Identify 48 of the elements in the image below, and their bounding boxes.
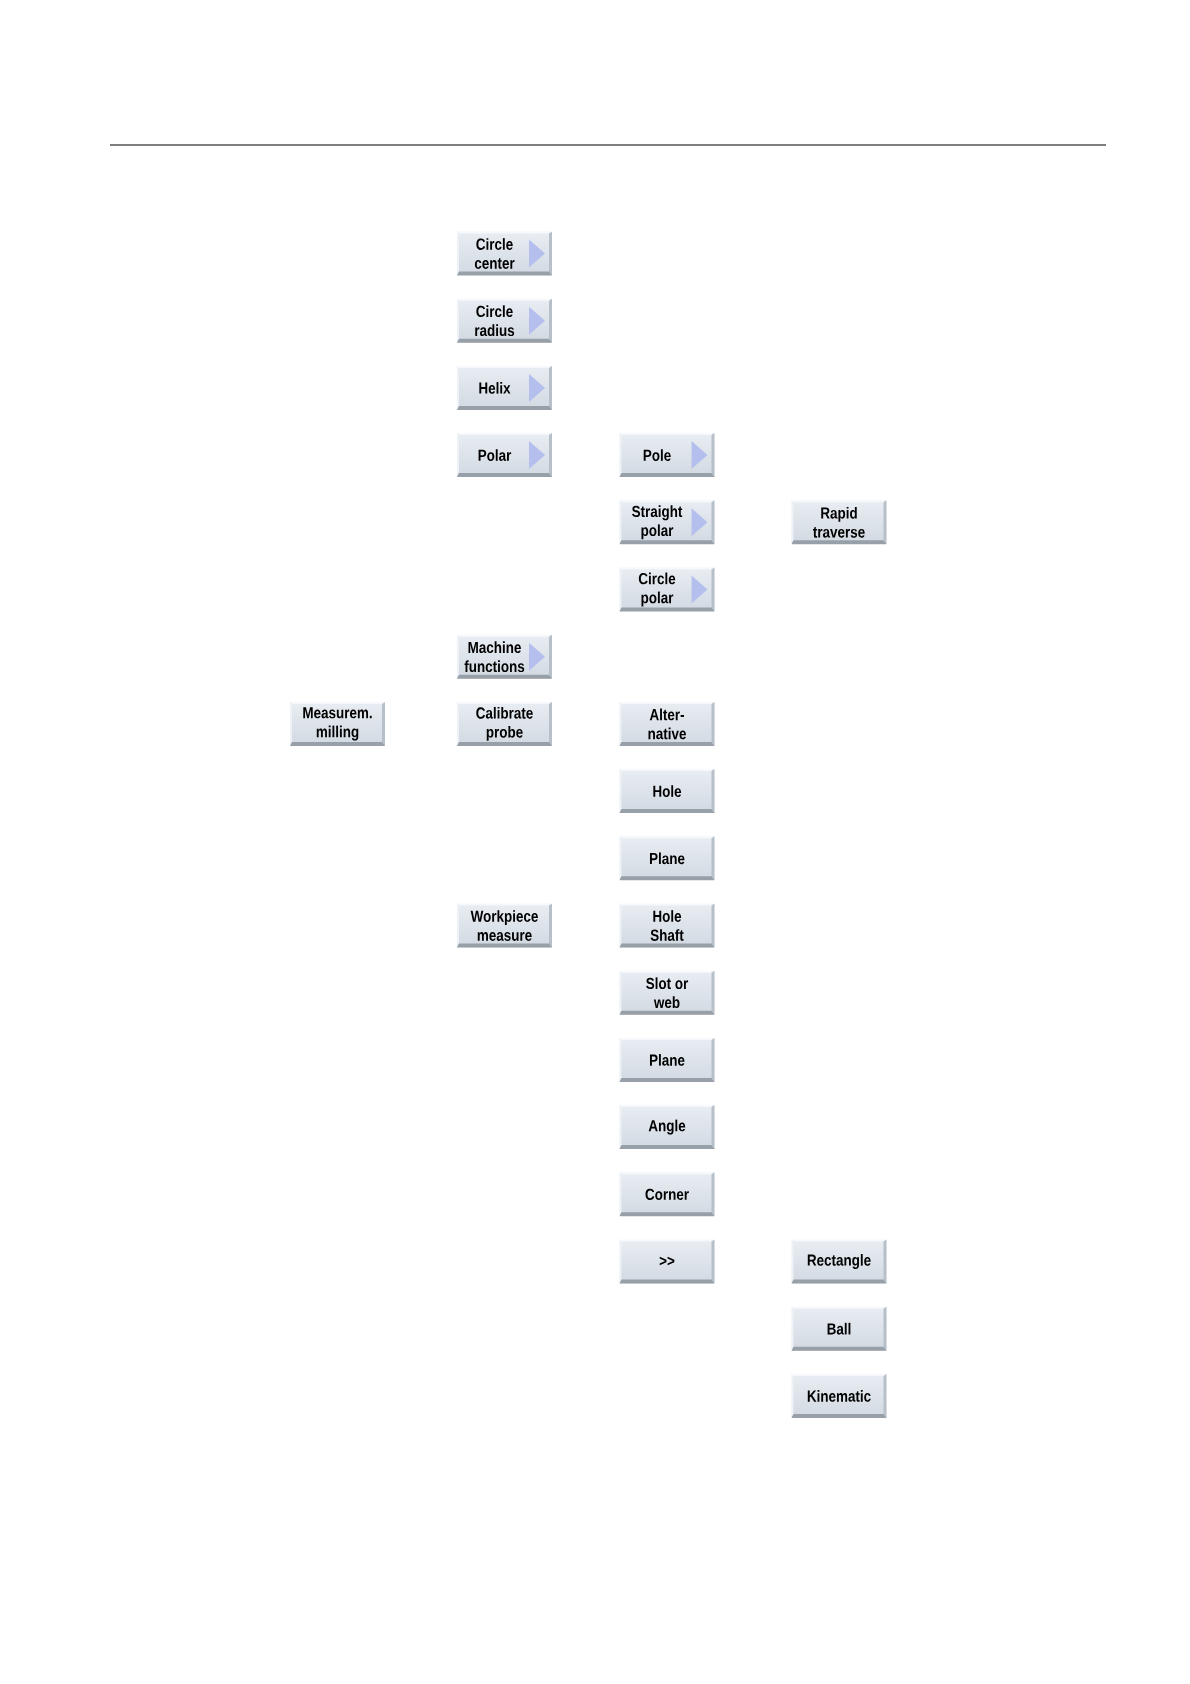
softkey-button: Rectangle [791, 1239, 887, 1284]
softkey-button: Plane [619, 836, 715, 881]
node-label: Circle radius [475, 305, 515, 337]
softkey-button: Pole [619, 433, 715, 478]
softkey-button: Circle radius [457, 298, 552, 343]
node-label: Plane [649, 852, 685, 865]
node-label: Angle [648, 1119, 686, 1135]
softkey-button: Circle polar [619, 567, 715, 612]
node-label: Pole [643, 449, 671, 461]
node-label: Circle polar [638, 572, 676, 607]
node-label: Helix [479, 382, 511, 394]
node-label: Rapid traverse [813, 506, 865, 538]
node-label: Polar [478, 449, 512, 461]
node-label: Hole Shaft [650, 910, 684, 941]
softkey-button: Alter- native [619, 701, 715, 746]
softkey-button: Kinematic [791, 1373, 887, 1418]
node-label: Slot or web [646, 977, 689, 1009]
softkey-button: Plane [619, 1037, 715, 1082]
softkey-button: Angle [619, 1105, 715, 1150]
softkey-button: Corner [619, 1172, 715, 1217]
node-label: Plane [649, 1054, 685, 1066]
node-label: Calibrate probe [476, 706, 533, 741]
softkey-button: Polar [457, 433, 552, 478]
softkey-button: Measurem. milling [290, 701, 385, 746]
softkey-button: Machine functions [457, 634, 552, 679]
node-label: Ball [827, 1322, 851, 1335]
node-label: Straight polar [632, 505, 683, 540]
node-label: Rectangle [807, 1254, 871, 1270]
softkey-button: Workpiece measure [457, 903, 552, 948]
node-label: Machine functions [464, 641, 525, 673]
softkey-button: Helix [457, 365, 552, 410]
softkey-button: Calibrate probe [457, 701, 552, 746]
node-label: Hole [653, 785, 682, 797]
node-label: Measurem. milling [303, 707, 372, 741]
node-label: Corner [645, 1188, 689, 1200]
softkey-button: Ball [791, 1306, 887, 1351]
node-label: Workpiece measure [470, 910, 538, 941]
softkey-button: Circle center [457, 231, 552, 276]
softkey-button: Slot or web [619, 970, 715, 1015]
node-label: Kinematic [807, 1390, 871, 1402]
node-label: >> [659, 1256, 675, 1266]
softkey-button: Hole [619, 769, 715, 814]
node-label: Circle center [474, 238, 515, 269]
softkey-button: Straight polar [619, 500, 715, 545]
softkey-button: Rapid traverse [791, 500, 887, 545]
softkey-button: >> [619, 1239, 715, 1284]
softkey-button: Hole Shaft [619, 903, 715, 948]
node-label: Alter- native [648, 708, 686, 740]
